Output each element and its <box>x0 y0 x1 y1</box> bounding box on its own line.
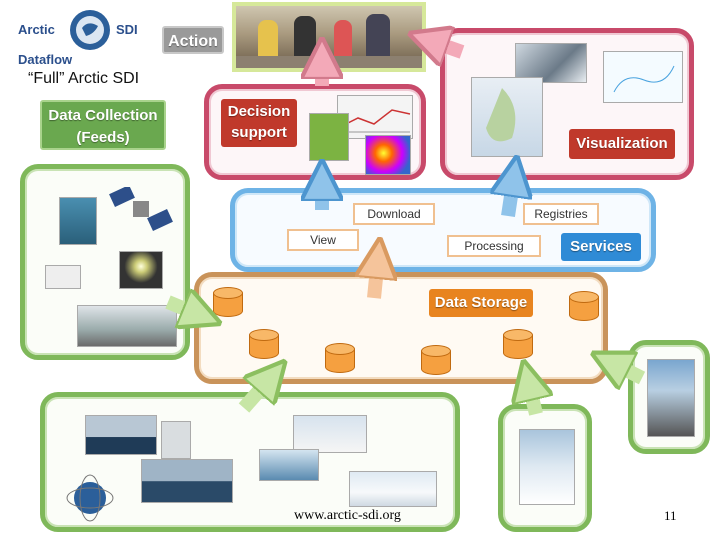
database-icon-4 <box>421 345 451 379</box>
buoy-image <box>161 421 191 459</box>
globe-icon <box>70 10 110 50</box>
arrow-storage-to-services <box>374 258 378 299</box>
page-number: 11 <box>664 508 677 523</box>
view-box: View <box>287 229 359 251</box>
helicopter-image <box>293 415 367 453</box>
feed-sun-image <box>119 251 163 289</box>
ice-station-panel <box>498 404 592 532</box>
database-icon-3 <box>325 343 355 377</box>
registries-box: Registries <box>523 203 599 225</box>
logo-subtitle: Dataflow <box>18 52 73 67</box>
seaplane-image <box>259 449 319 481</box>
arrow-services-to-visualization <box>508 176 514 218</box>
decision-heatmap-image <box>365 135 411 175</box>
arrow-platforms-to-storage <box>238 376 272 413</box>
warship-image <box>141 459 233 503</box>
action-label: Action <box>162 26 224 54</box>
arrow-survey-to-storage <box>610 362 646 378</box>
ice-station-image <box>519 429 575 505</box>
icebreaker-image <box>85 415 157 455</box>
footer-url: www.arctic-sdi.org <box>294 508 401 523</box>
database-icon-6 <box>569 291 599 325</box>
viz-map-image <box>603 51 683 103</box>
action-photo <box>232 2 426 72</box>
arrow-collection-to-storage <box>165 302 202 316</box>
field-platforms-panel <box>40 392 460 532</box>
logo-word-arctic: Arctic <box>18 22 55 37</box>
services-label: Services <box>561 233 641 261</box>
data-storage-label: Data Storage <box>429 289 533 317</box>
arrow-visualization-to-action <box>428 40 465 52</box>
data-collection-label: Data Collection (Feeds) <box>40 100 166 150</box>
logo-word-sdi: SDI <box>116 22 138 37</box>
decision-chart-image <box>309 113 349 161</box>
viz-satellite-image <box>515 43 587 83</box>
viz-webmap-image <box>471 77 543 157</box>
visualization-label: Visualization <box>569 129 675 159</box>
download-box: Download <box>353 203 435 225</box>
data-collection-text: Data Collection (Feeds) <box>48 107 158 146</box>
data-collection-panel <box>20 164 190 360</box>
arrow-icestation-to-storage <box>528 380 536 416</box>
globe-network-icon <box>65 473 115 523</box>
services-panel: Download Registries View Processing Serv… <box>230 188 656 272</box>
logo: Arctic SDI Dataflow <box>16 8 146 68</box>
processing-box: Processing <box>447 235 541 257</box>
survey-panel <box>628 340 710 454</box>
feed-station-image <box>77 305 177 347</box>
feed-radar-image <box>45 265 81 289</box>
decision-support-label: Decision support <box>221 99 297 147</box>
snowmobile-image <box>349 471 437 507</box>
visualization-panel: Visualization <box>440 28 694 180</box>
page-title: “Full” Arctic SDI <box>28 70 140 87</box>
satellite-icon <box>109 185 177 235</box>
surveyor-image <box>647 359 695 437</box>
feed-underwater-image <box>59 197 97 245</box>
